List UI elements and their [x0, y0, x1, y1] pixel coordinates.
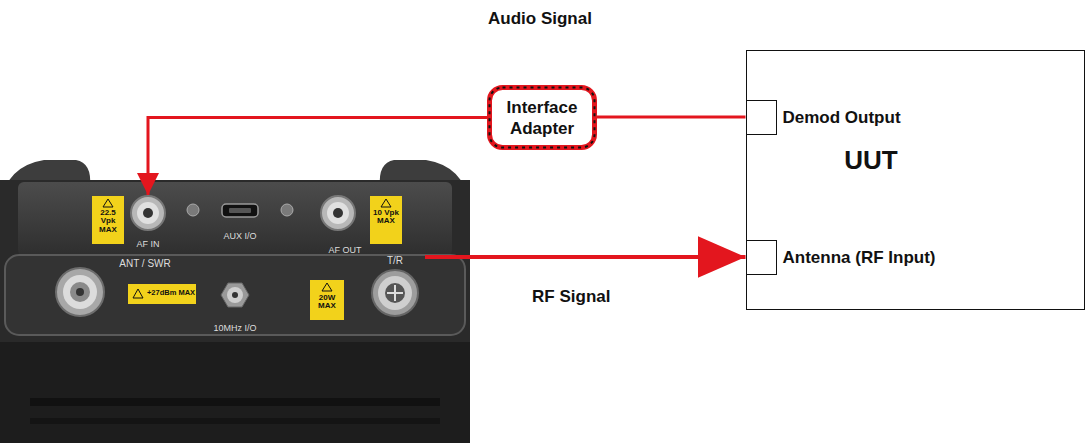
base-groove — [30, 418, 440, 424]
warning-text: 20W MAX — [310, 294, 344, 311]
usb-port — [222, 204, 258, 217]
base-groove — [30, 398, 440, 406]
rf-wire — [425, 255, 746, 259]
tnc-ring — [385, 283, 405, 303]
port-box: Antenna (RF Input) — [746, 240, 1046, 275]
tr-connector: T/R — [365, 255, 425, 319]
node-text: Interface Adapter — [487, 97, 597, 139]
bnc-body — [131, 196, 165, 230]
tnc-ring — [378, 276, 412, 310]
n-connector — [56, 268, 104, 316]
bnc-connector — [321, 196, 355, 230]
warning-text: 22.5 Vpk MAX — [92, 209, 124, 234]
port-square — [746, 100, 777, 135]
bnc-connector — [118, 195, 178, 233]
node-text: Antenna (RF Input) — [783, 240, 936, 275]
port-square — [746, 240, 777, 275]
sma-connector-pin — [232, 292, 238, 298]
port-name: AUX I/O — [205, 232, 275, 241]
af-in-connector: AF IN — [118, 195, 178, 257]
panel-screw — [281, 204, 293, 216]
audio-wire — [597, 116, 746, 119]
warning-triangle — [133, 289, 143, 298]
warning-triangle — [322, 283, 332, 291]
bnc-connector-ring — [327, 202, 349, 224]
warning-triangle — [381, 199, 391, 207]
interface-adapter-box: Interface Adapter — [487, 85, 597, 150]
warning-label — [370, 196, 402, 244]
adapter-border — [490, 88, 595, 148]
n-connector-ring — [63, 275, 97, 309]
port-name: AF OUT — [315, 246, 375, 255]
adapter-border-dash — [490, 88, 595, 148]
tnc-connector — [365, 267, 425, 319]
signal-label: Audio Signal — [470, 10, 610, 28]
node-text: Demod Output — [783, 100, 901, 135]
sma-connector-ring — [227, 287, 243, 303]
warning-triangle — [103, 199, 113, 207]
n-connector-ring — [70, 282, 90, 302]
port-name: 10MHz I/O — [200, 324, 270, 333]
signal-label: RF Signal — [491, 287, 651, 307]
tnc-body — [372, 270, 418, 316]
node-text: T/R — [365, 255, 425, 266]
port-box: Demod Output — [746, 100, 1046, 135]
node-text: UUT — [831, 145, 911, 176]
node-text: AF IN — [118, 239, 178, 249]
tnc-pin — [387, 285, 403, 301]
warning-label — [128, 284, 196, 304]
instrument-base — [0, 342, 470, 443]
panel-screw — [187, 204, 199, 216]
lower-panel — [5, 255, 465, 335]
adapter-outline — [487, 85, 597, 150]
uut-box: Demod OutputAntenna (RF Input) UUT — [746, 50, 1085, 310]
warning-text: +27dBm MAX — [146, 289, 196, 297]
warning-label — [92, 196, 124, 244]
port-name: ANT / SWR — [100, 259, 190, 270]
audio-wire — [148, 118, 487, 196]
bnc-ring — [137, 202, 159, 224]
warning-label — [310, 280, 344, 320]
bnc-pin — [143, 208, 153, 218]
n-connector-pin — [76, 288, 84, 296]
instrument-body — [0, 180, 470, 443]
usb-port-inner — [229, 208, 251, 213]
warning-text: 10 Vpk MAX — [370, 209, 402, 226]
sma-connector — [221, 283, 249, 307]
upper-panel — [18, 182, 452, 256]
bnc-connector-pin — [333, 208, 343, 218]
